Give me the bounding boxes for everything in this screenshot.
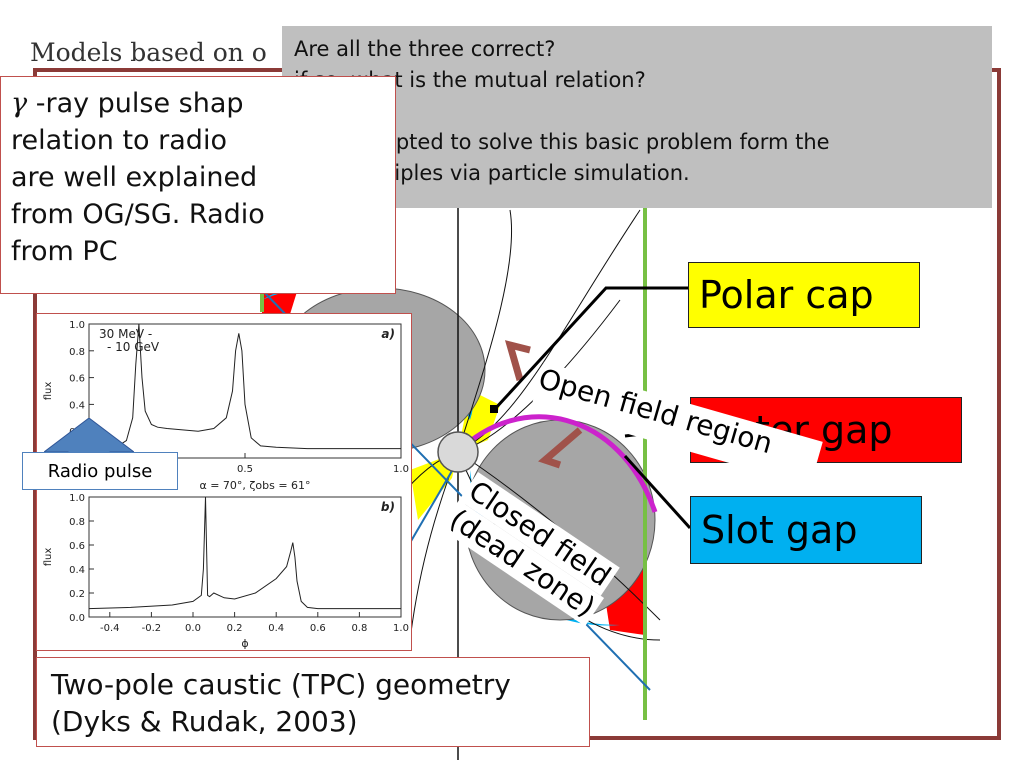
plot-2-xtick-label: -0.2 [142,623,162,634]
plot-2-panel-label: b) [381,500,395,514]
tpc-geometry-caption: Two-pole caustic (TPC) geometry (Dyks & … [36,657,590,747]
plot-1-annotation: - 10 GeV [107,340,160,354]
question-line-2: if so, what is the mutual relation? [294,68,646,92]
slot-gap-connector [623,454,692,530]
gamma-ray-text-box: γ -ray pulse shap relation to radio are … [0,76,396,294]
tpc-line-1: Two-pole caustic (TPC) geometry [51,668,511,701]
question-line-3 [294,96,980,127]
light-curve-svg: 0.0 0.2 0.4 0.6 0.8 1.0 0.0 0.5 1.0 flux a) 30 MeV … [43,320,409,650]
plot-2-ytick-label: 1.0 [69,493,85,504]
slot-gap-label: Slot gap [690,496,922,564]
plot-1-ytick-label: 0.6 [69,374,85,385]
plot-2-ytick-label: 0.4 [69,565,85,576]
question-line-4: We attempted to solve this basic problem… [294,130,830,154]
plot-1-panel-label: a) [381,327,395,341]
slot-gap-label-text: Slot gap [701,508,858,552]
polar-cap-connector [492,286,692,412]
plot-2-ylabel: flux [43,548,54,567]
slide-title: Models based on o [30,38,267,67]
gamma-line-1: γ -ray pulse shap [11,85,385,122]
gamma-line-5: from PC [11,236,118,267]
plot-1-xtick-label: 1.0 [393,464,409,475]
gamma-line-4: from OG/SG. Radio [11,199,265,230]
question-line-5: first principles via particle simulation… [294,161,690,185]
plot-2-xtick-label: -0.4 [100,623,120,634]
polar-cap-region-lower [410,452,458,520]
plot-2-xtick-label: 1.0 [393,623,409,634]
radio-pulse-label: Radio pulse [22,452,178,490]
neutron-star [437,431,479,473]
plot-2-caption: α = 70°, ζobs = 61° [199,479,310,492]
gamma-symbol: γ [11,88,28,119]
plot-2-ytick-label: 0.0 [69,613,85,624]
plot-1-annotation: 30 MeV - [99,327,152,341]
gamma-line-1-text: -ray pulse shap [27,88,244,119]
polar-cap-label: Polar cap [688,262,920,328]
gamma-line-2: relation to radio [11,125,227,156]
plot-1-xtick-label: 0.5 [237,464,253,475]
flow-arrow-upper [504,340,531,381]
plot-2-series-line [88,496,401,610]
plot-2-xtick-label: 0.8 [351,623,367,634]
plot-1-ytick-label: 0.4 [69,400,85,411]
plot-1-ylabel: flux [43,382,54,401]
open-field-arc [456,414,658,513]
plot-2-xtick-label: 0.6 [310,623,326,634]
gamma-line-3: are well explained [11,162,258,193]
plot-1-series-line [88,323,401,450]
flow-arrow-lower [538,427,583,469]
plot-2-xtick-label: 0.2 [227,623,243,634]
plot-1-ytick-label: 0.8 [69,347,85,358]
tpc-line-2: (Dyks & Rudak, 2003) [51,705,358,738]
plot-2-xtick-label: 0.4 [268,623,284,634]
plot-1-ytick-label: 1.0 [69,320,85,331]
plot-2-ytick-label: 0.2 [69,589,85,600]
plot-2-ytick-label: 0.6 [69,541,85,552]
plot-2-xlabel: ϕ [241,637,248,650]
plot-2-axes-box [88,496,402,618]
plot-2-xtick-label: 0.0 [185,623,201,634]
plot-2-ytick-label: 0.8 [69,517,85,528]
question-callout: Are all the three correct? if so, what i… [282,26,992,208]
question-line-1: Are all the three correct? [294,37,556,61]
polar-cap-label-text: Polar cap [699,273,874,317]
